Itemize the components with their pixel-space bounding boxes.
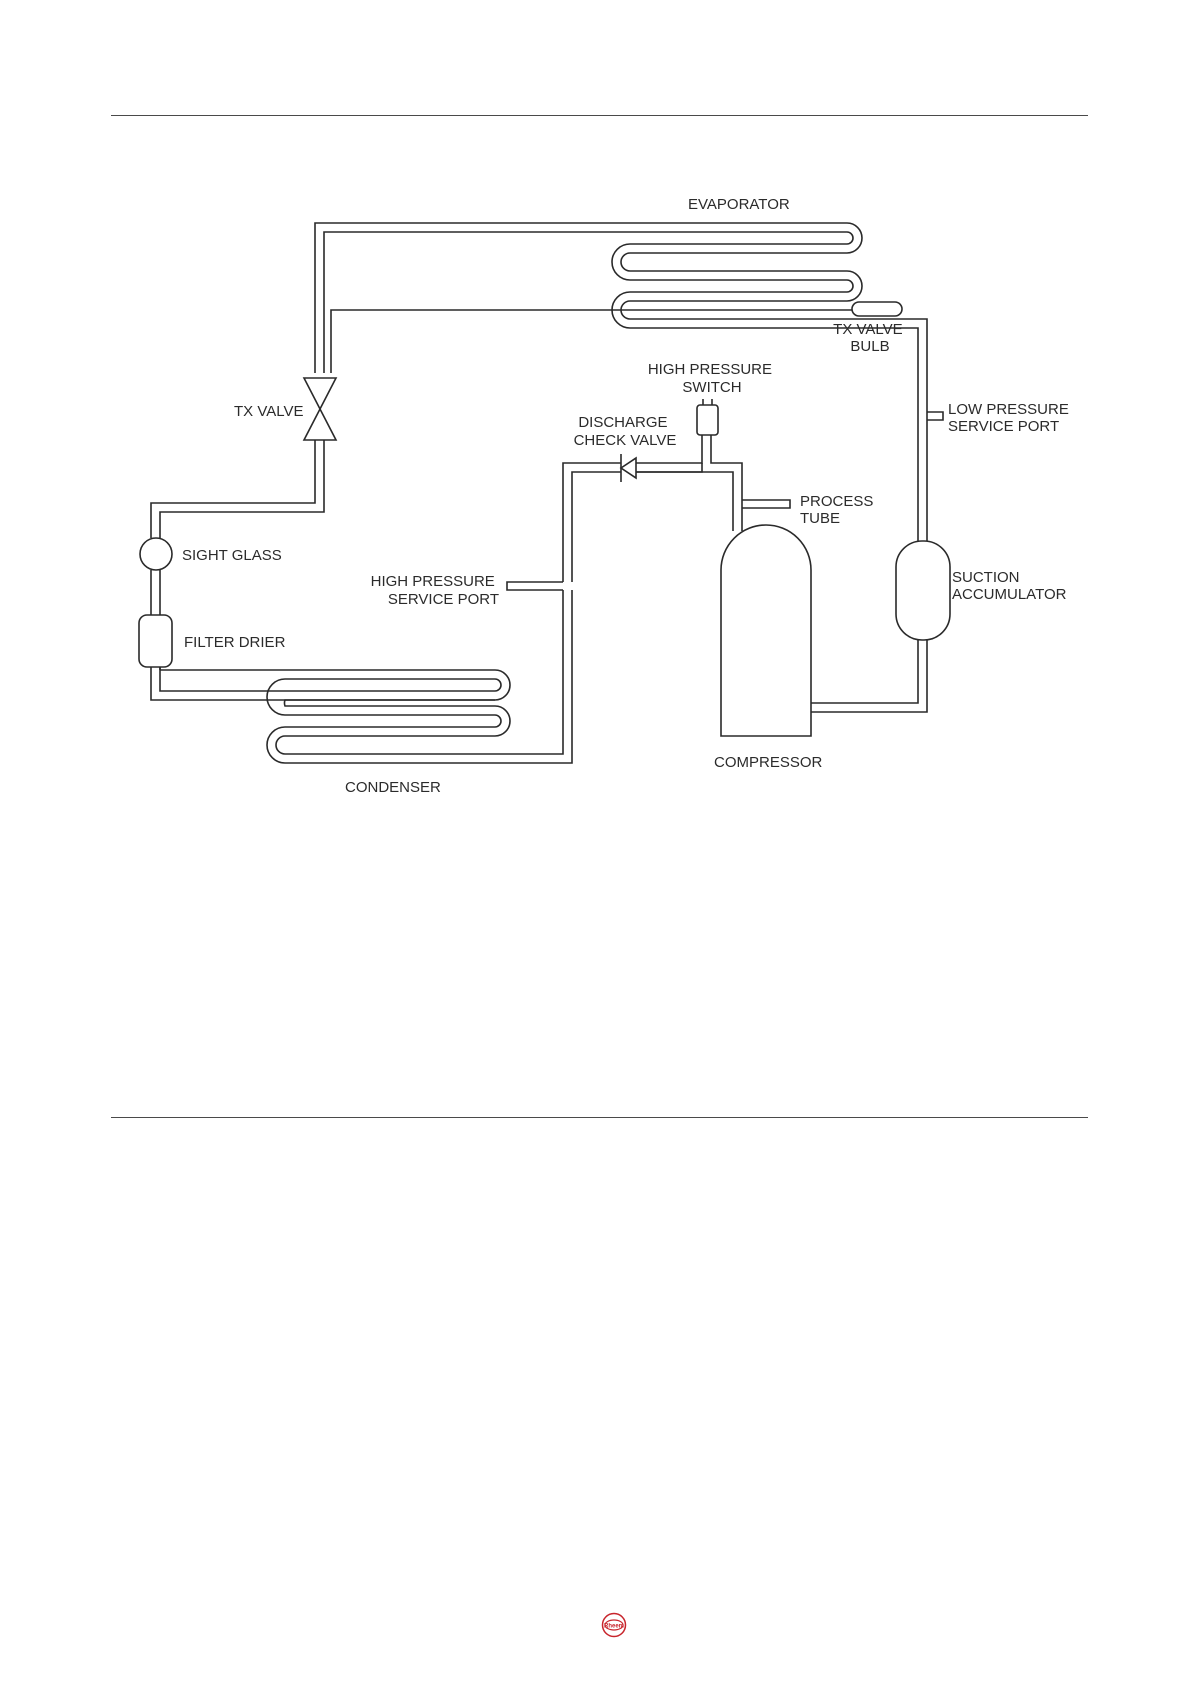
liquid-line-inner	[151, 440, 315, 538]
high-pressure-port-stub	[507, 582, 563, 590]
suction-line-outer	[808, 640, 927, 712]
label-low-pressure-service-port: LOW PRESSURE SERVICE PORT	[948, 401, 1073, 435]
svg-text:Rheem: Rheem	[604, 1624, 624, 1630]
label-high-pressure-switch: HIGH PRESSURE SWITCH	[648, 361, 776, 396]
label-compressor: COMPRESSOR	[714, 754, 823, 771]
condenser-coil-outer	[151, 667, 510, 700]
low-pressure-port-stub	[927, 412, 943, 420]
suction-accumulator	[896, 541, 950, 640]
discharge-to-compressor-b	[636, 435, 742, 531]
label-filter-drier: FILTER DRIER	[184, 634, 286, 651]
label-high-pressure-service-port: HIGH PRESSURE SERVICE PORT	[371, 573, 499, 608]
rheem-logo-icon: Rheem	[601, 1612, 627, 1638]
label-suction-accumulator: SUCTION ACCUMULATOR	[952, 569, 1067, 603]
tx-valve-bulb	[852, 302, 902, 316]
process-tube-stub	[742, 500, 790, 508]
liquid-line-outer	[160, 440, 324, 538]
tx-valve-symbol	[304, 378, 336, 440]
condenser-coil-lower-outer	[276, 590, 563, 754]
discharge-line-inner	[572, 472, 621, 582]
condenser-line-lower	[160, 590, 572, 763]
discharge-to-compressor-c	[636, 472, 733, 531]
compressor	[721, 525, 811, 736]
label-tx-valve: TX VALVE	[234, 403, 303, 420]
label-process-tube: PROCESS TUBE	[800, 493, 878, 527]
sight-to-drier	[151, 570, 160, 615]
label-discharge-check-valve: DISCHARGE CHECK VALVE	[574, 414, 677, 449]
filter-drier	[139, 615, 172, 667]
high-pressure-switch	[697, 405, 718, 435]
label-sight-glass: SIGHT GLASS	[182, 547, 282, 564]
label-condenser: CONDENSER	[345, 779, 441, 796]
label-tx-valve-bulb: TX VALVE BULB	[833, 321, 907, 355]
suction-line-inner	[808, 640, 918, 703]
sight-glass	[140, 538, 172, 570]
label-evaporator: EVAPORATOR	[688, 196, 790, 213]
discharge-check-valve-symbol	[621, 454, 636, 482]
